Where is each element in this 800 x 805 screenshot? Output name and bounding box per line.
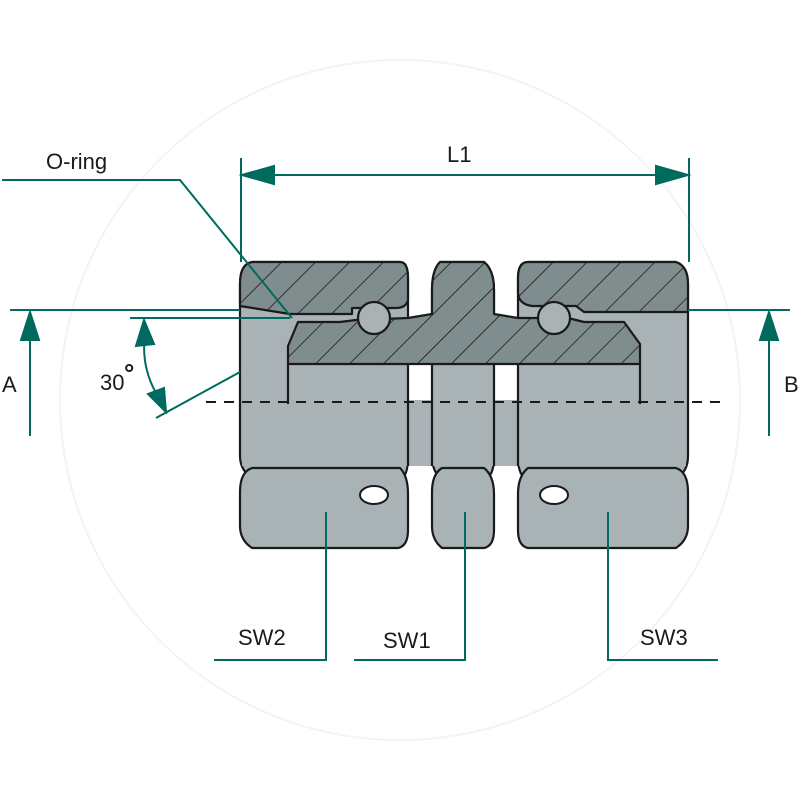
right-nut-section (516, 260, 690, 314)
left-nut-section (238, 260, 410, 316)
dimensions (2, 158, 790, 661)
sw3-hex-face (516, 466, 690, 550)
sw3-label: SW3 (640, 625, 688, 650)
o-ring-label: O-ring (46, 149, 107, 174)
sw2-hex-face (238, 466, 410, 550)
body-lower-section (242, 400, 686, 466)
background-circle (59, 59, 741, 741)
sw1-hex-face (430, 466, 496, 550)
l1-arrow-left (238, 164, 275, 186)
l1-label: L1 (447, 142, 471, 167)
right-o-ring (536, 300, 572, 336)
b-arrow-head (758, 308, 780, 341)
sw3-leader (607, 512, 718, 661)
sw2-leader (214, 512, 327, 661)
sw1-label: SW1 (383, 628, 431, 653)
angle-arrow-top (134, 317, 156, 348)
l1-arrow-right (655, 164, 692, 186)
a-label: A (2, 372, 17, 397)
b-label: B (784, 372, 799, 397)
hatched-section (238, 260, 690, 366)
o-ring-leader (2, 179, 293, 319)
angle-chamfer-line (155, 371, 241, 419)
degree-symbol: ° (124, 358, 134, 388)
sw2-label: SW2 (238, 625, 286, 650)
left-nut-hole (359, 485, 389, 505)
left-o-ring (356, 300, 392, 336)
right-nut-hole (539, 485, 569, 505)
a-arrow-head (19, 308, 41, 341)
sw1-leader (354, 512, 466, 661)
angle-label: 30 (100, 370, 124, 395)
internal-lines (286, 364, 642, 466)
angle-arrow-bottom (146, 386, 168, 415)
